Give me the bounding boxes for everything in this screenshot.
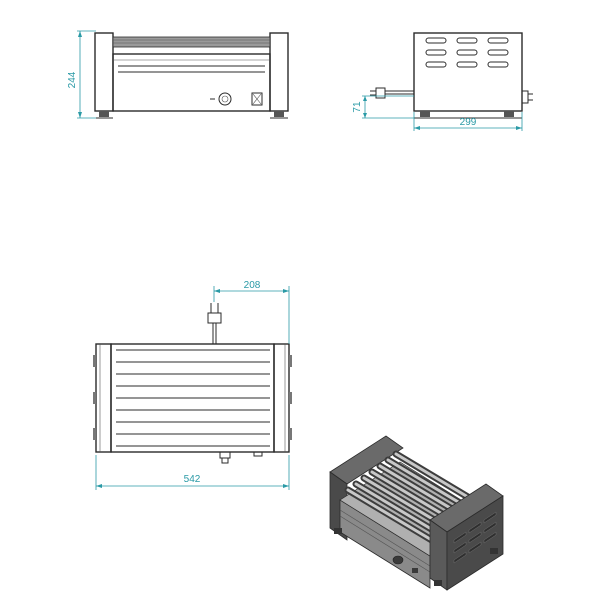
dim-label-299: 299 <box>460 117 477 128</box>
front-right-end-panel <box>269 32 289 112</box>
iso-vents <box>453 511 497 564</box>
front-rollers <box>112 36 271 48</box>
iso-foot-1 <box>334 528 342 534</box>
front-body <box>112 53 271 112</box>
top-roller-area <box>110 343 275 453</box>
power-switch <box>251 92 263 106</box>
top-power-cable <box>207 303 222 344</box>
dim-label-542: 542 <box>184 474 201 485</box>
top-rollers <box>116 349 270 447</box>
dim-label-208: 208 <box>244 280 261 291</box>
front-foot-right <box>274 111 284 117</box>
dimension-side-depth: 299 <box>413 112 523 131</box>
top-knob <box>219 451 263 464</box>
front-view: 244 <box>67 30 289 119</box>
front-left-end-panel <box>94 32 114 112</box>
side-knob <box>521 90 533 104</box>
dimension-side-foot-height: 71 <box>352 95 414 119</box>
dimension-front-height: 244 <box>67 30 96 119</box>
side-view: 71 299 <box>352 32 533 131</box>
iso-foot-2 <box>434 580 442 586</box>
top-view: 208 542 <box>93 280 292 490</box>
iso-foot-3 <box>490 548 498 554</box>
front-foot-left <box>99 111 109 117</box>
side-power-cable <box>370 87 414 99</box>
dimension-top-width: 542 <box>95 455 290 490</box>
side-vents <box>425 37 509 68</box>
iso-switch <box>412 568 418 573</box>
thermostat-knob <box>210 92 232 106</box>
side-foot-right <box>504 111 514 117</box>
side-foot-left <box>420 111 430 117</box>
dim-label-244: 244 <box>67 71 78 88</box>
isometric-view <box>329 435 504 591</box>
dimension-top-cable-offset: 208 <box>213 280 290 344</box>
top-left-end-panel <box>95 343 112 453</box>
iso-knob <box>392 555 404 565</box>
dim-label-71: 71 <box>352 101 363 113</box>
top-right-end-panel <box>273 343 290 453</box>
side-body <box>413 32 523 112</box>
